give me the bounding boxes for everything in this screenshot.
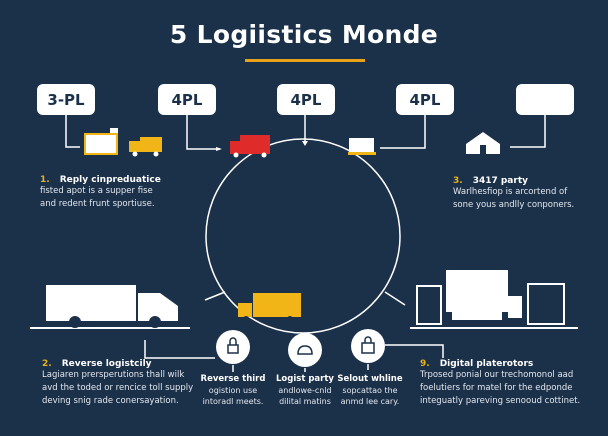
section-title: 3417 party xyxy=(472,176,528,186)
node-text: intoradl meets. xyxy=(202,397,264,406)
section-3: 3. 3417 party Warlhesfiop is arcortend of… xyxy=(453,176,574,212)
connector-line xyxy=(65,115,80,148)
elephant-icon xyxy=(297,345,313,355)
connector-line xyxy=(380,115,426,149)
box-globe xyxy=(516,84,574,115)
section-desc: Lagiaren prersperutions thall wilk xyxy=(42,370,185,380)
section-number: 2. xyxy=(42,359,52,369)
connector-line xyxy=(186,115,220,150)
white-truck-icon xyxy=(46,285,178,328)
pallet-boxes-icon xyxy=(348,138,376,155)
warehouse-icons xyxy=(416,270,565,325)
node-text: andlowe-cnld xyxy=(278,386,332,395)
lock-icon xyxy=(227,344,239,354)
node-title: Reverse third xyxy=(200,374,266,384)
section-title: Reverse logistcily xyxy=(61,359,152,369)
node-text: ogistion use xyxy=(208,386,258,395)
node-label: Reverse third ogistion use intoradl meets. xyxy=(193,374,273,407)
section-number: 3. xyxy=(453,176,463,186)
building-icon xyxy=(84,128,118,155)
box-4pl: 4PL xyxy=(158,84,216,115)
yellow-truck-icon xyxy=(129,137,162,157)
arrow-line xyxy=(204,291,226,301)
cycle-circle xyxy=(205,138,401,334)
connector-line xyxy=(510,115,546,148)
page-title: 5 Logiistics Monde xyxy=(169,20,439,49)
section-desc: fisted apot is a supper fise xyxy=(40,186,153,196)
arrow-line xyxy=(384,291,406,306)
lock-icon xyxy=(361,342,375,354)
node-circles xyxy=(216,329,385,367)
section-desc: and redent frunt sportiuse. xyxy=(40,199,155,209)
box-4pl: 4PL xyxy=(277,84,335,115)
section-desc: deving snig rade conersayation. xyxy=(42,396,179,406)
node-text: anmd lee cary. xyxy=(340,397,400,406)
section-9: 9. Digital platerotors Trposed ponial our… xyxy=(420,359,580,408)
node-title: Selout whline xyxy=(337,374,403,384)
house-icon xyxy=(466,132,500,154)
section-desc: avd the toded or rencice toll supply xyxy=(42,383,194,393)
section-desc: integuatly pareving senooud cottinet. xyxy=(420,396,581,406)
section-title: Reply cinpreduatice xyxy=(59,175,161,185)
node-label: Selout whline sopcattao the anmd lee cary. xyxy=(330,374,410,407)
node-text: dilital matins xyxy=(279,397,331,406)
title-underline xyxy=(245,59,365,62)
section-desc: Trposed ponial our trechomonol aad xyxy=(420,370,574,380)
node-label: Logist party andlowe-cnld dilital matins xyxy=(265,374,345,407)
section-title: Digital platerotors xyxy=(439,359,534,369)
section-number: 9. xyxy=(420,359,430,369)
section-number: 1. xyxy=(40,175,50,185)
connector-line xyxy=(144,340,215,359)
connector-line xyxy=(385,344,444,358)
section-1: 1. Reply cinpreduatice fisted apot is a s… xyxy=(40,175,161,211)
section-desc: sone yous andlly conponers. xyxy=(453,200,575,210)
section-2: 2. Reverse logistcily Lagiaren prersperut… xyxy=(42,359,193,408)
red-truck-icon xyxy=(230,135,270,158)
node-text: sopcattao the xyxy=(342,386,398,395)
box-4pl: 4PL xyxy=(396,84,454,115)
section-desc: foelutiers for matel for the edponde xyxy=(420,383,573,393)
yellow-truck-center-icon xyxy=(238,293,301,322)
box-3pl: 3-PL xyxy=(37,84,95,115)
section-desc: Warlhesfiop is arcortend of xyxy=(453,187,568,197)
node-title: Logist party xyxy=(276,374,334,384)
